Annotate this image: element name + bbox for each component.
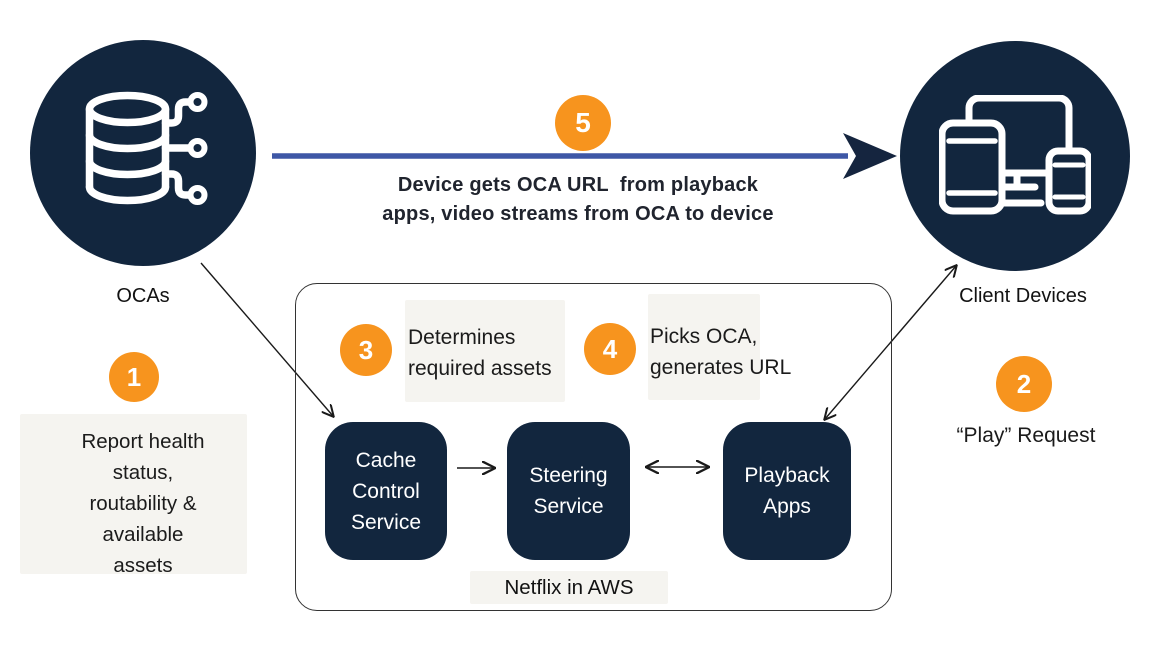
step3-text: Determines required assets [408,323,552,384]
step3-text-line2: required assets [408,356,552,380]
step1-text-line4: available [102,523,184,546]
step4-number: 4 [602,333,618,364]
step5-number: 5 [575,107,591,138]
step3-number: 3 [358,334,374,365]
step1-number: 1 [126,361,142,392]
step1-badge: 1 [109,352,159,402]
step5-caption: Device gets OCA URL from playback apps, … [327,171,829,228]
step1-text-line2: status, [112,461,174,484]
step2-badge: 2 [996,356,1052,412]
client-devices-label: Client Devices [959,285,1087,307]
step1-text-line5: assets [113,554,173,577]
service-box-cache-control: Cache Control Service [325,422,447,560]
texture-patch-step4 [648,294,760,400]
aws-box [295,283,892,611]
database-network-icon [85,91,208,205]
step2-text: “Play” Request [956,424,1096,447]
service-box-playback-apps: Playback Apps [723,422,851,560]
step4-text: Picks OCA, generates URL [650,322,791,383]
step4-badge: 4 [584,323,636,375]
playback-apps-label: Playback Apps [744,464,830,518]
aws-box-label: Netflix in AWS [504,576,634,599]
client-devices-node [900,41,1130,271]
texture-patch-step3 [405,300,565,402]
step1-text-line1: Report health [81,430,205,453]
step5-badge: 5 [555,95,611,151]
oca-node [30,40,256,266]
step5-caption-line2: apps, video streams from OCA to device [382,202,774,225]
step4-text-line2: generates URL [650,355,792,379]
step1-text-line3: routability & [89,492,197,515]
texture-patch-step1 [20,414,247,574]
step4-text-line1: Picks OCA, [650,325,758,348]
cache-control-label: Cache Control Service [350,448,422,534]
oca-label: OCAs [116,285,170,307]
texture-patch-aws-label [470,571,668,604]
step1-text: Report health status, routability & avai… [33,426,253,581]
step3-badge: 3 [340,324,392,376]
devices-icon [939,95,1091,215]
steering-label: Steering Service [529,464,608,518]
step3-text-line1: Determines [408,326,516,349]
step2-number: 2 [1016,368,1032,399]
service-box-steering: Steering Service [507,422,630,560]
step5-caption-line1: Device gets OCA URL from playback [397,174,759,196]
